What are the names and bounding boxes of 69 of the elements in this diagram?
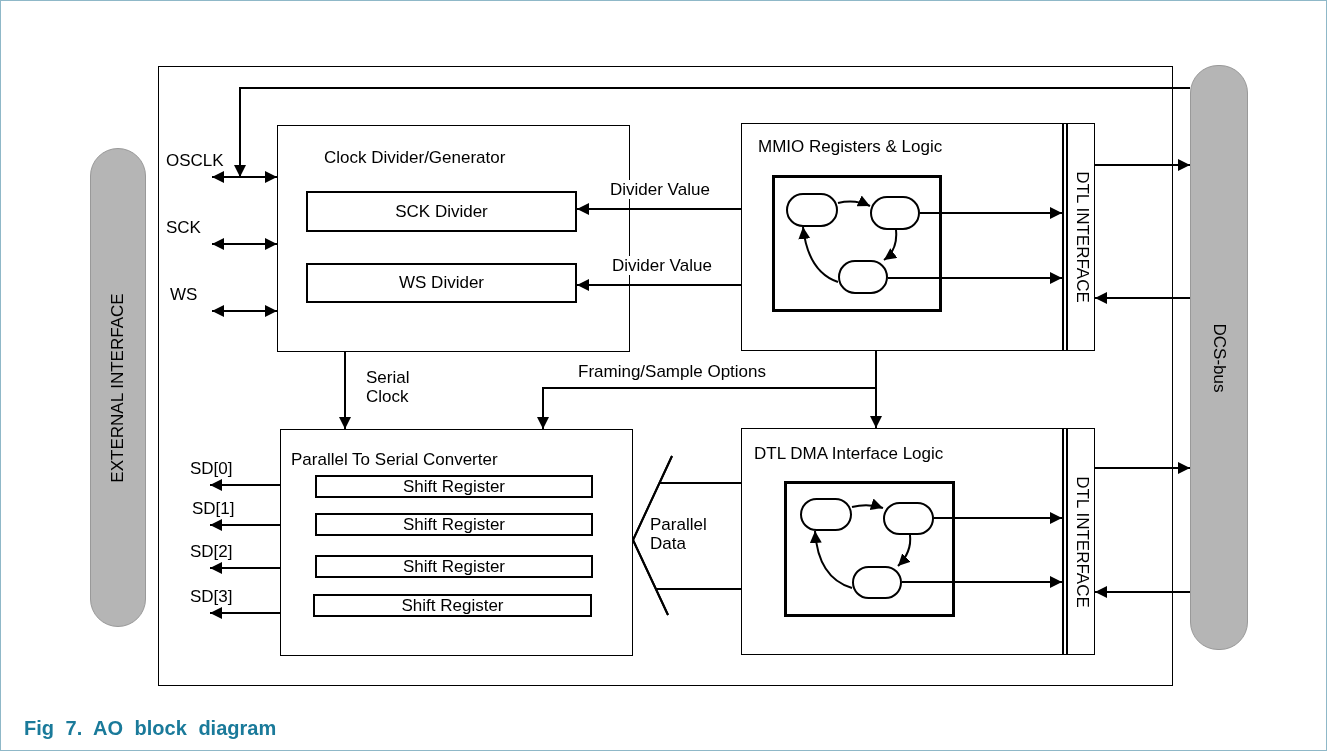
register-label: Shift Register (403, 514, 505, 535)
arrow (810, 530, 853, 589)
block-title: DTL DMA Interface Logic (754, 444, 944, 464)
state-node (852, 566, 902, 599)
arrow (798, 226, 839, 283)
arrow (234, 87, 1191, 178)
arrow (209, 519, 281, 531)
interface-label: DTL INTERFACE (1071, 475, 1092, 608)
register-label: Shift Register (401, 595, 504, 616)
arrow (1094, 292, 1191, 304)
arrow (576, 203, 742, 215)
bus-label: DCS-bus (1209, 323, 1229, 392)
block-box (280, 429, 633, 656)
signal-label: SCK (166, 218, 216, 244)
register-box (315, 475, 593, 498)
arrow (211, 238, 278, 250)
state-node (870, 196, 920, 230)
arrow (897, 534, 912, 567)
arrow (901, 576, 1063, 588)
signal-label: WS (170, 285, 220, 311)
state-machine-frame (784, 481, 955, 617)
state-node (786, 193, 838, 227)
register-label: Shift Register (403, 556, 505, 577)
register-box (313, 594, 592, 617)
divider-label: SCK Divider (395, 201, 488, 222)
arrow (1094, 462, 1191, 474)
block-box (741, 428, 1095, 655)
block-title: Clock Divider/Generator (324, 148, 506, 168)
arrow (1094, 586, 1191, 598)
bus-label: EXTERNAL INTERFACE (108, 292, 128, 483)
block-title: MMIO Registers & Logic (758, 137, 943, 157)
signal-label: SD[0] (190, 459, 250, 485)
block-title: Parallel To Serial Converter (291, 450, 498, 470)
arrow (211, 171, 278, 183)
register-label: Shift Register (403, 476, 505, 497)
arrow (1094, 159, 1191, 171)
register-box (315, 555, 593, 578)
arrow (339, 351, 351, 430)
bus-bar (1190, 65, 1248, 650)
signal-label: SD[2] (190, 542, 250, 568)
arrow (211, 305, 278, 317)
state-node (838, 260, 888, 294)
arrow (887, 272, 1063, 284)
arrow (209, 479, 281, 491)
edge-label: Divider Value (610, 180, 710, 199)
edge-label: Framing/Sample Options (578, 362, 767, 381)
arrow (883, 229, 898, 261)
arrow (933, 512, 1063, 524)
arrow (851, 498, 884, 511)
register-box (315, 513, 593, 536)
arrow (209, 607, 281, 619)
signal-label: SD[1] (192, 499, 252, 525)
bus-arrow (631, 455, 742, 616)
figure-caption: Fig 7. AO block diagram (24, 717, 277, 740)
arrow (837, 195, 871, 207)
divider-label: WS Divider (399, 273, 484, 293)
arrow (870, 350, 882, 429)
arrow (919, 207, 1063, 219)
bus-bar (90, 148, 146, 627)
signal-label: SD[3] (190, 587, 250, 613)
state-node (800, 498, 852, 531)
edge-label: Divider Value (612, 256, 712, 275)
state-node (883, 502, 934, 535)
arrow (209, 562, 281, 574)
interface-label: DTL INTERFACE (1071, 171, 1092, 303)
state-machine-frame (772, 175, 942, 312)
block-box (741, 123, 1095, 351)
signal-label: OSCLK (166, 151, 246, 177)
arrow (576, 279, 742, 291)
